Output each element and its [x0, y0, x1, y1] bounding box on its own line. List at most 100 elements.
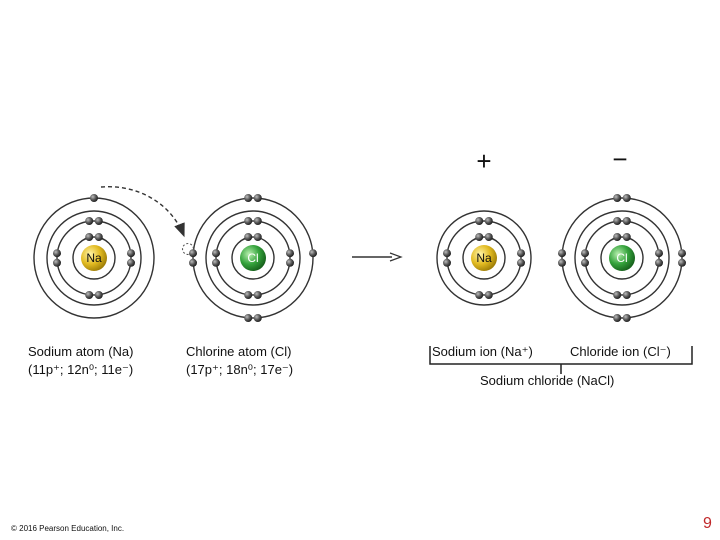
electron	[484, 217, 493, 225]
chloride-ion: Cl −	[561, 144, 683, 319]
electron	[443, 249, 451, 258]
electron	[244, 217, 253, 225]
electron	[127, 249, 135, 258]
cl-nucleus	[240, 245, 266, 271]
electron	[678, 258, 686, 267]
chlorine-atom-caption-line1: Chlorine atom (Cl)	[186, 344, 292, 359]
chlorine-atom: Cl	[192, 197, 314, 319]
electron	[85, 291, 94, 299]
na-nucleus	[471, 245, 497, 271]
nucleus-symbol: Na	[476, 251, 492, 265]
electron	[189, 249, 197, 258]
electron	[286, 258, 294, 267]
electron	[85, 233, 94, 241]
electron	[244, 194, 253, 202]
electron	[90, 194, 98, 202]
reaction-arrow	[352, 252, 403, 262]
shell-1	[600, 236, 644, 280]
electron	[189, 258, 197, 267]
electron	[622, 314, 631, 322]
electron	[655, 258, 663, 267]
electron	[613, 233, 622, 241]
electron	[53, 258, 61, 267]
electron	[517, 258, 525, 267]
chloride-ion-caption: Chloride ion (Cl⁻)	[570, 344, 671, 359]
electron	[244, 314, 253, 322]
sodium-atom-caption: Sodium atom (Na) (11p⁺; 12n⁰; 11e⁻)	[28, 343, 133, 379]
electron	[622, 291, 631, 299]
electron	[581, 258, 589, 267]
sodium-ion-caption: Sodium ion (Na⁺)	[432, 344, 533, 359]
electron	[94, 233, 103, 241]
electron	[475, 217, 484, 225]
shell-2	[446, 220, 522, 296]
electron	[309, 249, 317, 258]
electron	[94, 217, 103, 225]
electron	[613, 217, 622, 225]
electron	[613, 194, 622, 202]
copyright: © 2016 Pearson Education, Inc.	[11, 524, 125, 533]
electron	[475, 291, 484, 299]
sodium-chloride-bracket	[429, 346, 693, 374]
electron	[622, 233, 631, 241]
sodium-ion: Na +	[436, 146, 532, 306]
nucleus-symbol: Cl	[616, 251, 627, 265]
shell-1	[72, 236, 116, 280]
electron	[253, 233, 262, 241]
compound-label: Sodium chloride (NaCl)	[480, 373, 615, 388]
shell-2	[584, 220, 660, 296]
electron	[484, 291, 493, 299]
electron	[85, 217, 94, 225]
nucleus-symbol: Na	[86, 251, 102, 265]
electron	[212, 258, 220, 267]
electron	[613, 291, 622, 299]
electron	[484, 233, 493, 241]
charge-minus: −	[612, 144, 627, 174]
chlorine-atom-caption-line2: (17p⁺; 18n⁰; 17e⁻)	[186, 362, 294, 377]
shell-outer	[561, 197, 683, 319]
electron	[244, 233, 253, 241]
electron	[581, 249, 589, 258]
electron	[517, 249, 525, 258]
sodium-atom: Na	[33, 197, 155, 319]
electron	[475, 233, 484, 241]
shell-outer	[192, 197, 314, 319]
shell-2	[56, 220, 132, 296]
electron	[253, 217, 262, 225]
electron	[253, 291, 262, 299]
electron	[655, 249, 663, 258]
electron	[53, 249, 61, 258]
sodium-atom-caption-line2: (11p⁺; 12n⁰; 11e⁻)	[28, 362, 134, 377]
charge-plus: +	[476, 146, 491, 176]
electron	[253, 194, 262, 202]
electrons	[53, 194, 686, 322]
na-nucleus	[81, 245, 107, 271]
electron	[253, 314, 262, 322]
cl-nucleus	[609, 245, 635, 271]
electron	[244, 291, 253, 299]
electron	[678, 249, 686, 258]
page-number: 9	[703, 515, 712, 532]
shell-3	[46, 210, 142, 306]
electron	[127, 258, 135, 267]
electron	[622, 217, 631, 225]
shell-3	[436, 210, 532, 306]
electron-transfer-arrow	[100, 186, 185, 238]
electron	[212, 249, 220, 258]
electron	[558, 258, 566, 267]
electron	[94, 291, 103, 299]
electron	[613, 314, 622, 322]
nucleus-symbol: Cl	[247, 251, 258, 265]
shell-1	[462, 236, 506, 280]
shell-3	[574, 210, 670, 306]
electron-vacancy	[181, 242, 195, 256]
electron	[443, 258, 451, 267]
electron	[286, 249, 294, 258]
electron	[622, 194, 631, 202]
shell-3	[205, 210, 301, 306]
shell-1	[231, 236, 275, 280]
chlorine-atom-caption: Chlorine atom (Cl) (17p⁺; 18n⁰; 17e⁻)	[186, 343, 293, 379]
electron	[558, 249, 566, 258]
sodium-atom-caption-line1: Sodium atom (Na)	[28, 344, 134, 359]
